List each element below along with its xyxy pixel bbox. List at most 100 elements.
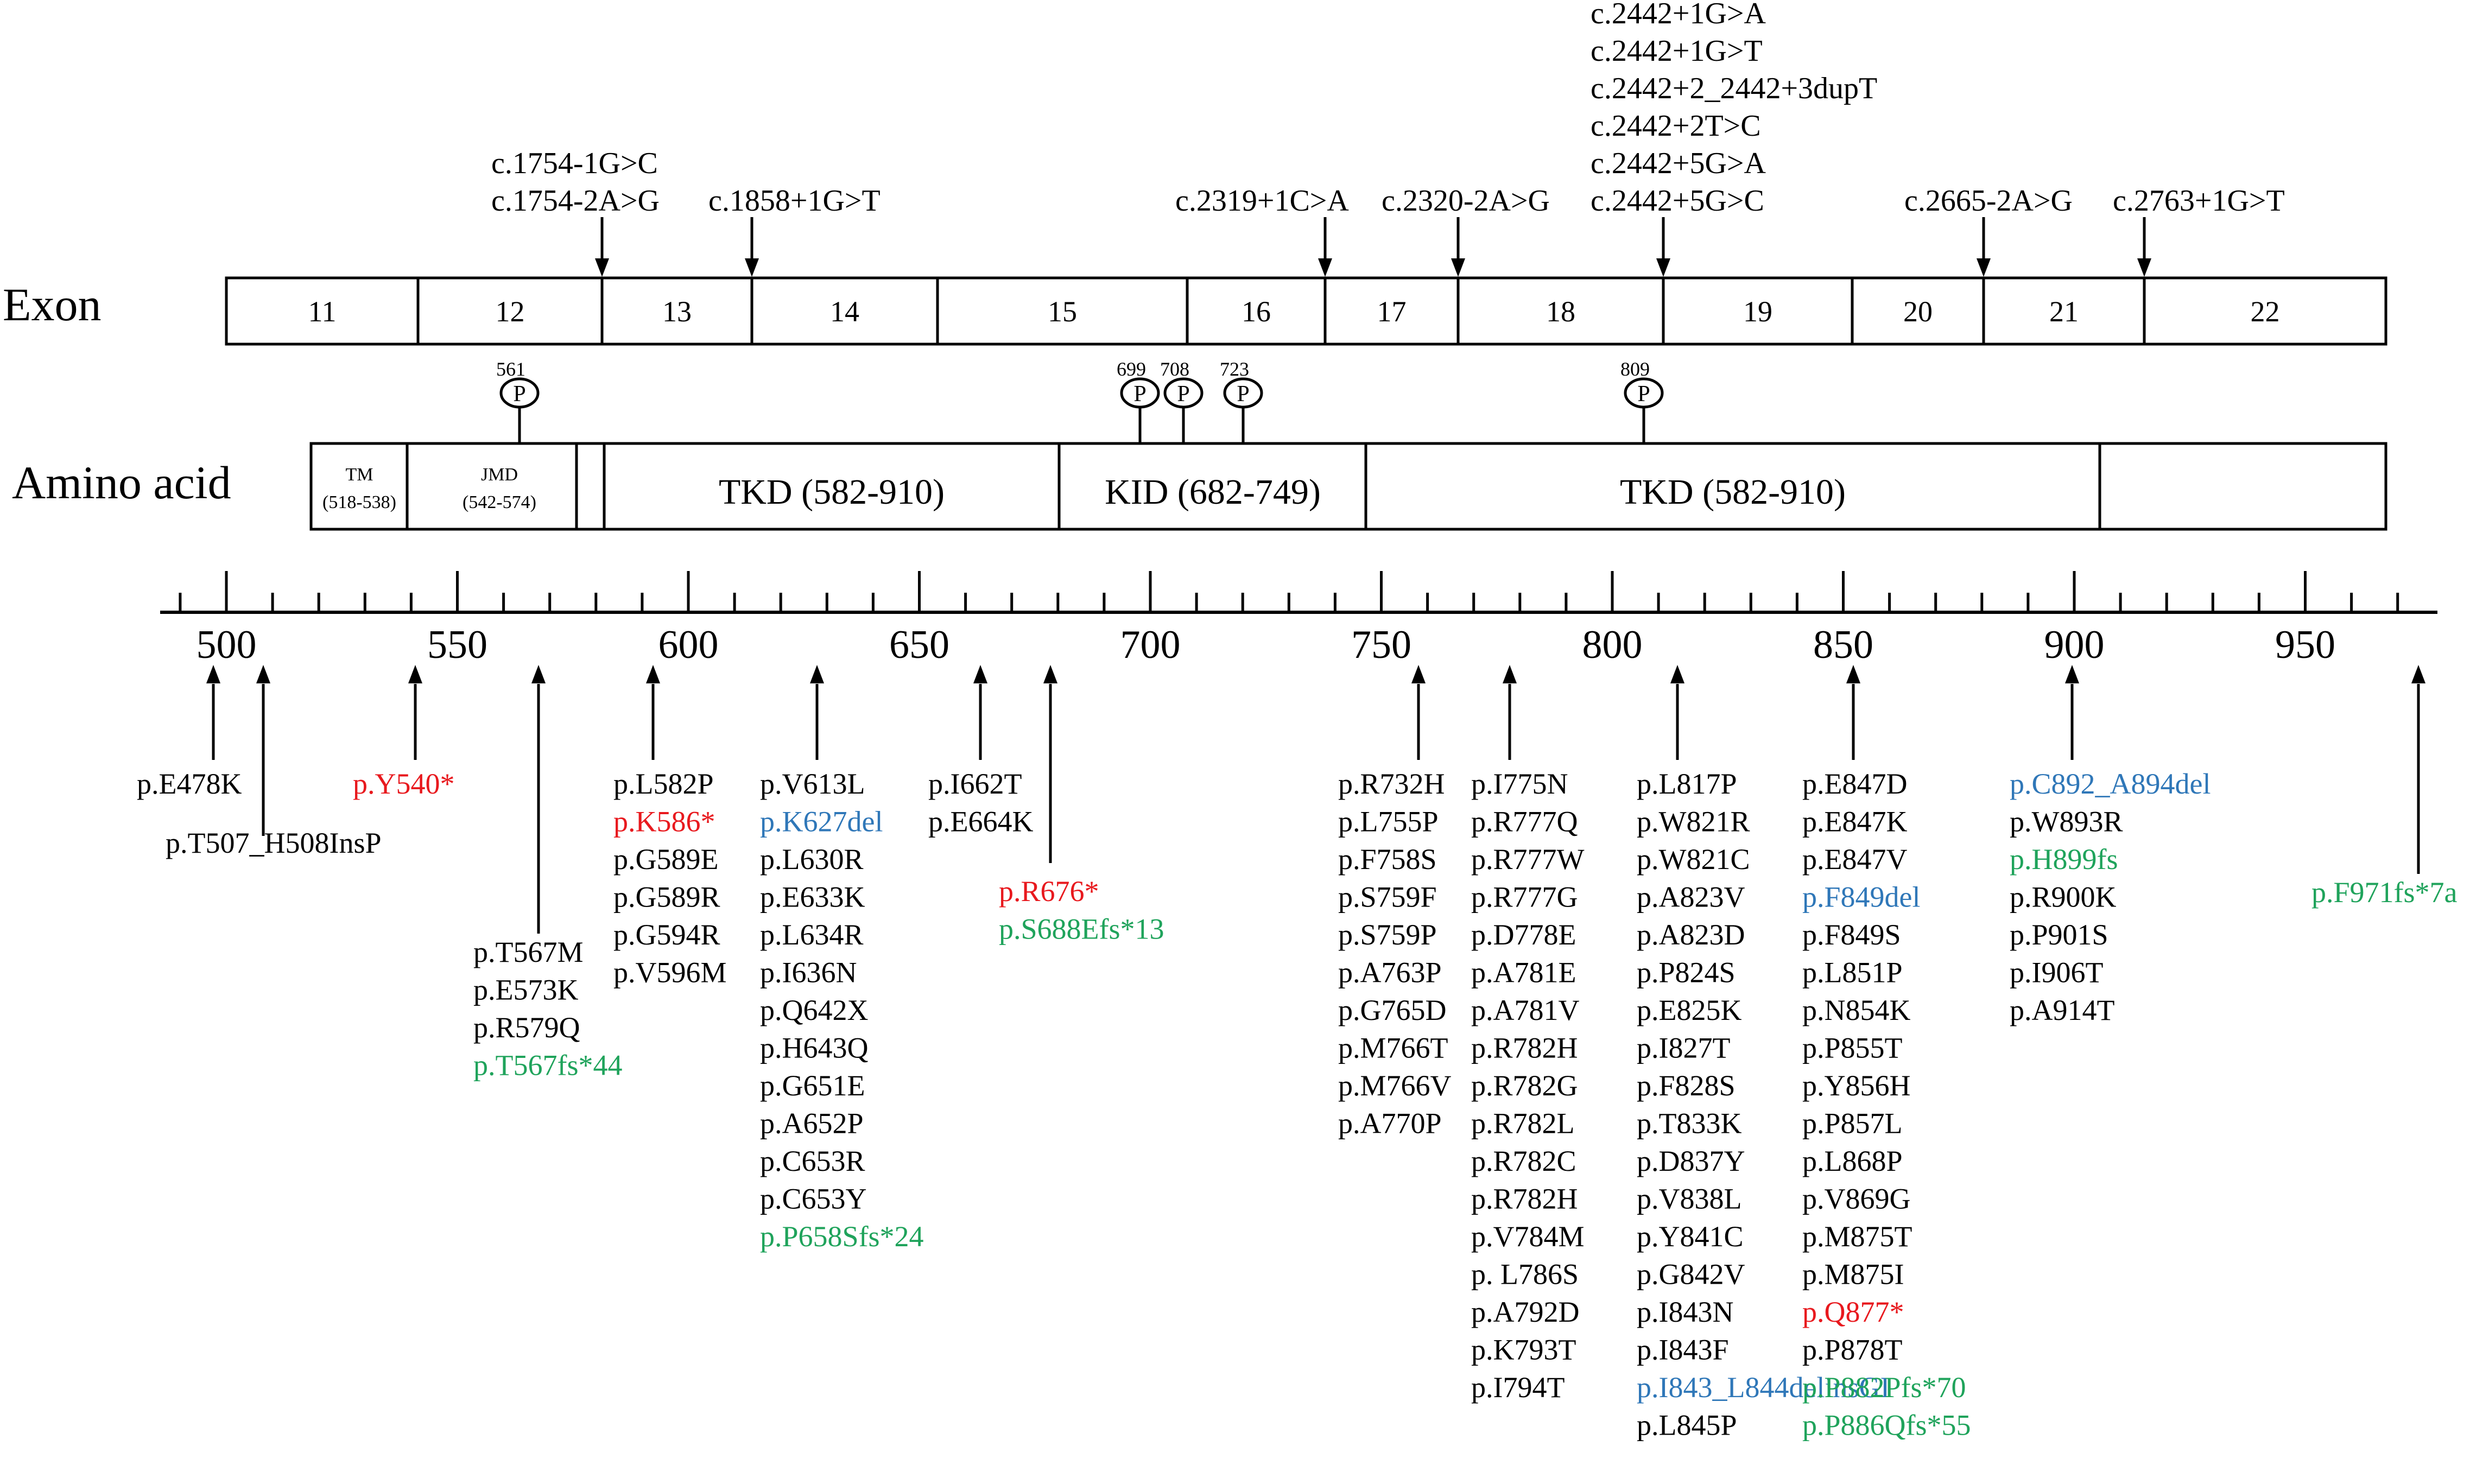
- variant-group: p.T507_H508InsP: [166, 665, 382, 859]
- splice-arrow-head: [1977, 258, 1991, 277]
- variant-label: p.L582P: [613, 768, 714, 800]
- exon-label: 20: [1903, 295, 1933, 328]
- splice-arrow-head: [1656, 258, 1670, 277]
- variant-label: p.P901S: [2010, 918, 2108, 951]
- variant-label: p.F971fs*7a: [2311, 876, 2458, 909]
- variant-label: p.R732H: [1338, 768, 1445, 800]
- variant-label: p.P855T: [1802, 1032, 1903, 1064]
- variant-label: p.E847D: [1802, 768, 1907, 800]
- splice-variant-label: c.1754-2A>G: [491, 184, 660, 218]
- protein-domain-bar: TM (518-538) JMD (542-574) TKD (582-910)…: [309, 442, 2387, 531]
- exon-row-label: Exon: [3, 278, 102, 331]
- variant-label: p.D778E: [1471, 918, 1576, 951]
- variant-arrow-head: [810, 665, 824, 683]
- exon-bar-outline: [225, 276, 2387, 346]
- variant-label: p.A652P: [760, 1107, 864, 1140]
- variant-arrow-head: [973, 665, 987, 683]
- variant-label: p.E847V: [1802, 843, 1907, 876]
- variant-group: p.L817Pp.W821Rp.W821Cp.A823Vp.A823Dp.P82…: [1637, 665, 1890, 1442]
- variant-arrow-head: [1846, 665, 1860, 683]
- phospho-symbol: P: [1637, 382, 1650, 407]
- variant-label: p.A770P: [1338, 1107, 1442, 1140]
- axis-tick-label: 650: [889, 623, 949, 667]
- splice-arrow-head: [1451, 258, 1465, 277]
- variant-label: p.G651E: [760, 1069, 865, 1102]
- exon-label: 14: [830, 295, 859, 328]
- variant-label: p.A823V: [1637, 881, 1745, 914]
- variant-label: p.T567fs*44: [473, 1049, 622, 1082]
- axis-tick-label: 600: [658, 623, 719, 667]
- variant-group: p.R676*p.S688Efs*13: [999, 665, 1164, 946]
- variant-arrow-head: [2065, 665, 2079, 683]
- splice-variant-label: c.2442+5G>C: [1591, 184, 1764, 218]
- variant-label: p.F849S: [1802, 918, 1901, 951]
- variant-group: p.F971fs*7a: [2311, 665, 2458, 909]
- variant-group: p.C892_A894delp.W893Rp.H899fsp.R900Kp.P9…: [2010, 665, 2211, 1026]
- phospho-site-number: 723: [1220, 358, 1249, 380]
- splice-arrow-head: [2137, 258, 2151, 277]
- variant-label: p.R900K: [2010, 881, 2117, 914]
- variant-label: p.I843N: [1637, 1296, 1733, 1328]
- variant-label: p.E847K: [1802, 806, 1907, 838]
- exon-label: 18: [1546, 295, 1575, 328]
- variant-label: p.A914T: [2010, 994, 2114, 1026]
- phospho-site-number: 561: [496, 358, 525, 380]
- protein-bar-outline: [309, 442, 2387, 531]
- variant-label: p.Q877*: [1802, 1296, 1904, 1328]
- exon-label: 13: [662, 295, 692, 328]
- domain-jmd-label: JMD: [481, 465, 518, 485]
- axis-tick-label: 700: [1120, 623, 1181, 667]
- variant-label: p.V613L: [760, 768, 865, 800]
- variant-label: p.R777Q: [1471, 806, 1578, 838]
- variant-label: p.C653R: [760, 1145, 865, 1177]
- variant-label: p.V869G: [1802, 1183, 1911, 1215]
- variant-arrow-head: [256, 665, 270, 683]
- variant-label: p.P882Pfs*70: [1802, 1371, 1966, 1404]
- variant-label: p.G765D: [1338, 994, 1447, 1026]
- variant-label: p.R579Q: [473, 1011, 580, 1044]
- variant-arrow-head: [1411, 665, 1426, 683]
- variant-label: p.F849del: [1802, 881, 1921, 914]
- variant-label: p.K793T: [1471, 1334, 1576, 1366]
- domain-tm-label: TM: [346, 465, 373, 485]
- splice-arrow-head: [745, 258, 759, 277]
- variant-label: p.I775N: [1471, 768, 1568, 800]
- variant-label: p.F758S: [1338, 843, 1437, 876]
- variant-group: p.R732Hp.L755Pp.F758Sp.S759Fp.S759Pp.A76…: [1338, 665, 1452, 1140]
- variant-label: p.P886Qfs*55: [1802, 1409, 1971, 1442]
- variant-label: p.R782G: [1471, 1069, 1578, 1102]
- variant-label: p.P824S: [1637, 956, 1736, 989]
- phospho-symbol: P: [1177, 382, 1189, 407]
- variant-label: p.I662T: [928, 768, 1022, 800]
- variant-label: p.T567M: [473, 936, 584, 968]
- variant-label: p.C653Y: [760, 1183, 867, 1215]
- variant-label: p.W821C: [1637, 843, 1750, 876]
- variant-label: p.R782L: [1471, 1107, 1575, 1140]
- exon-label: 12: [496, 295, 525, 328]
- splice-site-annotation: c.2665-2A>G: [1904, 184, 2073, 277]
- phospho-symbol: P: [513, 382, 525, 407]
- splice-variant-label: c.2763+1G>T: [2113, 184, 2285, 218]
- splice-variant-label: c.2320-2A>G: [1382, 184, 1550, 218]
- splice-variant-label: c.2442+2T>C: [1591, 109, 1761, 143]
- variant-label: p.G589E: [613, 843, 718, 876]
- variant-label: p.P857L: [1802, 1107, 1903, 1140]
- variant-arrow-head: [1043, 665, 1057, 683]
- variant-label: p.R777G: [1471, 881, 1578, 914]
- variant-label: p.Y540*: [353, 768, 455, 800]
- variant-label: p.P878T: [1802, 1334, 1903, 1366]
- variant-label: p.R782C: [1471, 1145, 1576, 1177]
- variant-label: p.A763P: [1338, 956, 1442, 989]
- axis-tick-label: 550: [427, 623, 487, 667]
- variant-arrow-head: [206, 665, 220, 683]
- variant-label: p.M875I: [1802, 1258, 1904, 1291]
- variant-arrow-head: [1670, 665, 1684, 683]
- splice-site-annotation: c.2320-2A>G: [1382, 184, 1550, 277]
